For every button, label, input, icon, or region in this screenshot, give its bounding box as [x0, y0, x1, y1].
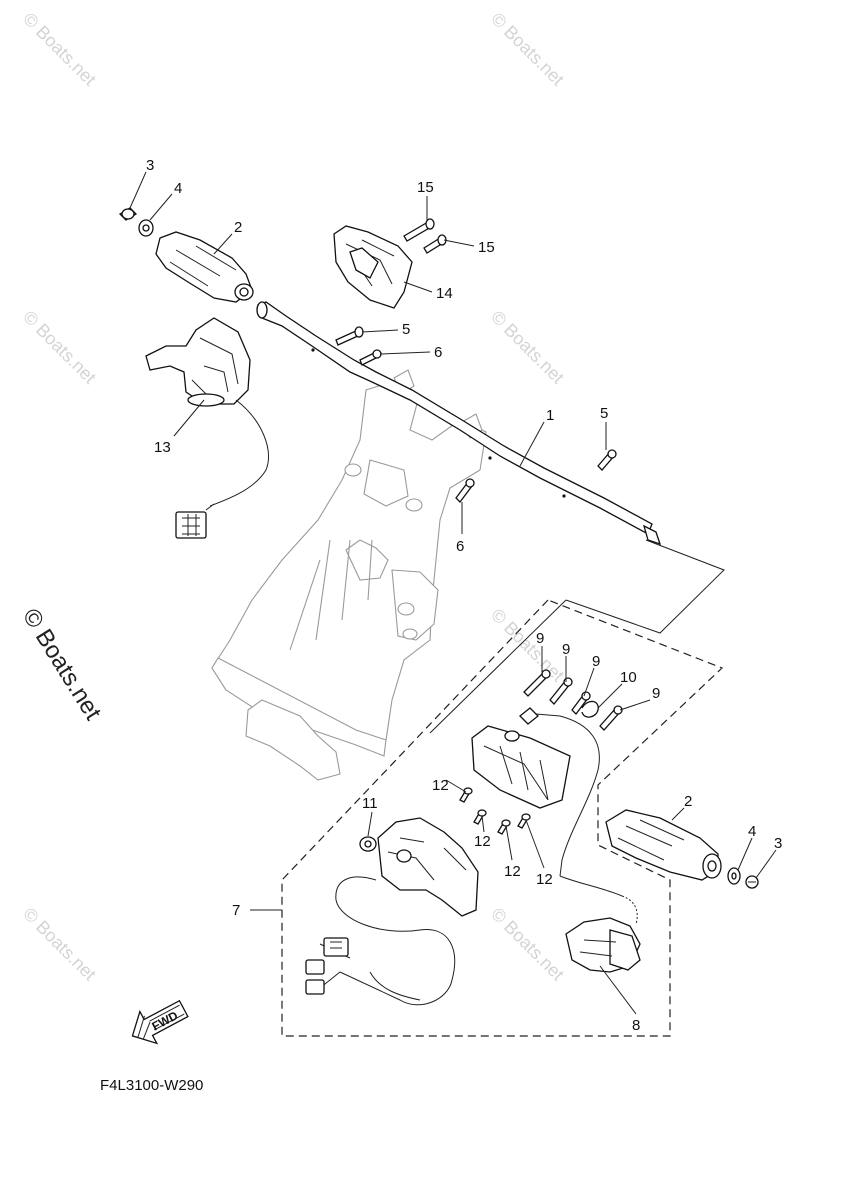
callout-5-right: 5 — [600, 405, 608, 422]
diagram-code: F4L3100-W290 — [100, 1077, 203, 1094]
handlebar — [256, 301, 662, 546]
callout-8: 8 — [632, 1017, 640, 1034]
callout-9-d: 9 — [652, 685, 660, 702]
left-washer — [138, 219, 154, 237]
watermark-low-right: © Boats.net — [487, 904, 568, 985]
left-screw — [118, 207, 138, 221]
callout-12-b: 12 — [474, 833, 491, 850]
switch-housing-top — [333, 225, 413, 309]
right-grip — [605, 809, 722, 881]
watermark-mid-right: © Boats.net — [487, 307, 568, 388]
fwd-arrow-icon: FWD — [131, 999, 189, 1045]
callout-3-right: 3 — [774, 835, 782, 852]
callout-2-right: 2 — [684, 793, 692, 810]
callout-9-b: 9 — [562, 641, 570, 658]
callout-10: 10 — [620, 669, 637, 686]
callout-12-c: 12 — [504, 863, 521, 880]
callout-7: 7 — [232, 902, 240, 919]
callout-13: 13 — [154, 439, 171, 456]
left-switch-assembly — [145, 317, 269, 539]
leader-lines — [129, 171, 777, 1015]
callout-6-top: 6 — [434, 344, 442, 361]
screws-5-6-top — [335, 326, 382, 366]
lanyard-8 — [565, 895, 641, 973]
screws-9 — [523, 669, 623, 731]
callout-9-c: 9 — [592, 653, 600, 670]
right-switch-housing — [377, 817, 479, 917]
callout-2-left: 2 — [234, 219, 242, 236]
callout-15-b: 15 — [478, 239, 495, 256]
callout-labels: 3 4 2 15 15 14 5 6 1 5 13 6 9 9 9 10 9 1… — [146, 157, 782, 1034]
screws-12 — [459, 787, 531, 835]
callout-3-left: 3 — [146, 157, 154, 174]
assembly-7-outline — [281, 599, 724, 1037]
callout-9-a: 9 — [536, 630, 544, 647]
watermark-top-left: © Boats.net — [19, 9, 100, 90]
handlebar-outline — [565, 539, 725, 634]
callout-6-lower: 6 — [456, 538, 464, 555]
wire-harness — [305, 876, 456, 1006]
callout-4-right: 4 — [748, 823, 756, 840]
screws-15 — [403, 218, 447, 254]
callout-1: 1 — [546, 407, 554, 424]
callout-12-a: 12 — [432, 777, 449, 794]
callout-11: 11 — [362, 795, 378, 812]
left-grip — [155, 231, 254, 303]
callout-4-left: 4 — [174, 180, 182, 197]
callout-15-a: 15 — [417, 179, 434, 196]
callout-12-d: 12 — [536, 871, 553, 888]
right-switch-box — [471, 707, 623, 897]
callout-14: 14 — [436, 285, 453, 302]
screws-right — [455, 449, 617, 503]
watermark-center-right: © Boats.net — [487, 605, 568, 686]
callout-5-top: 5 — [402, 321, 410, 338]
watermark-low-left: © Boats.net — [19, 904, 100, 985]
steering-column-ghost — [211, 369, 487, 781]
watermark-large-left: © Boats.net — [17, 604, 107, 725]
watermark-mid-left: © Boats.net — [19, 307, 100, 388]
right-screw — [745, 875, 759, 889]
right-washer — [727, 867, 741, 885]
watermark-top-right: © Boats.net — [487, 9, 568, 90]
clip-10 — [581, 700, 599, 718]
nut-11 — [359, 836, 377, 852]
